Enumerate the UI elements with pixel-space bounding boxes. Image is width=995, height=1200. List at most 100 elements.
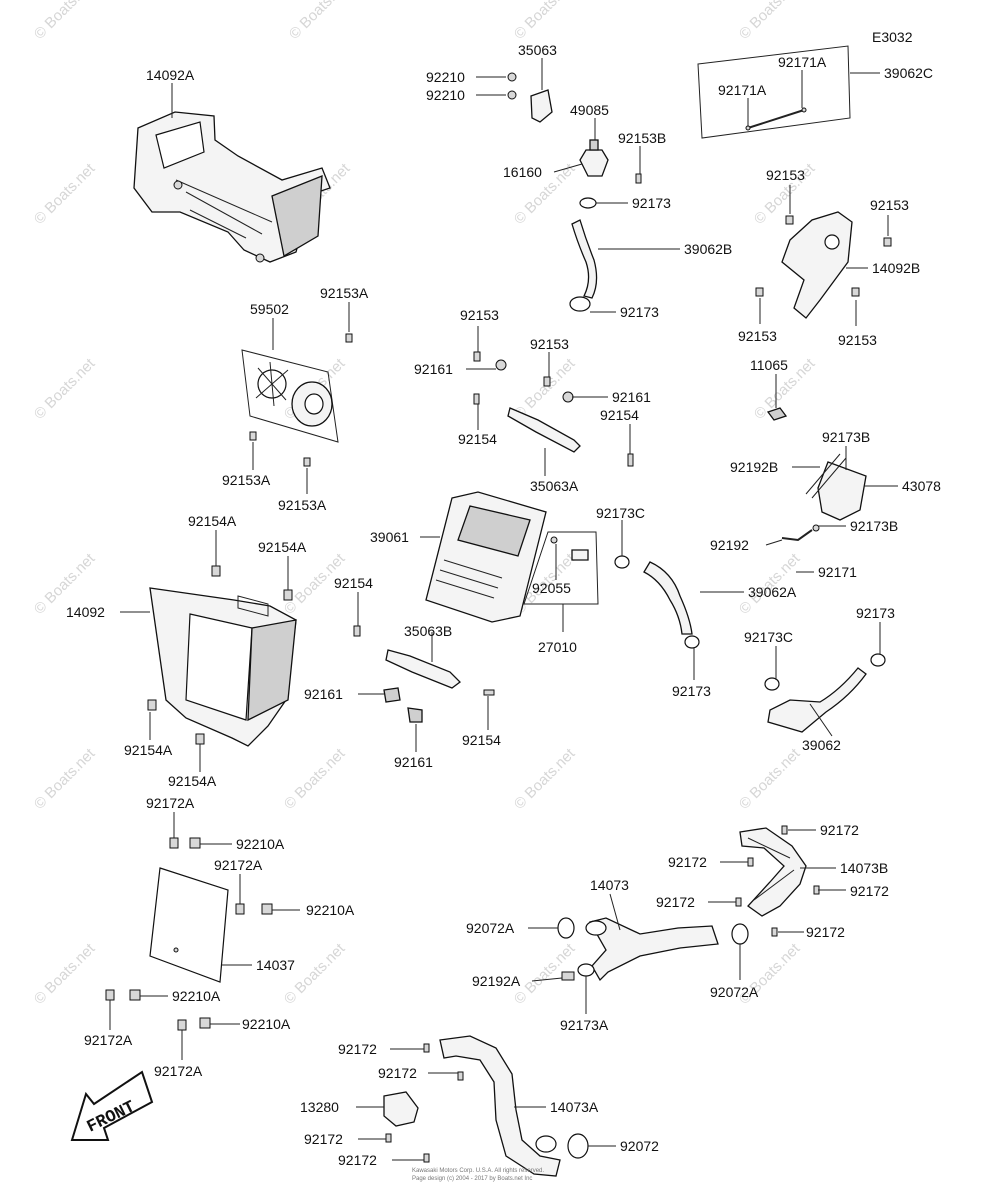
watermark: © Boats.net	[511, 745, 579, 813]
clamp-92072a	[731, 923, 749, 945]
clamp-92072	[567, 1133, 589, 1159]
label-92153a: 92153A	[320, 285, 369, 301]
label-14073: 14073	[590, 877, 629, 893]
part-labels: 14092A 92210 92210 35063 49085 92153B 16…	[66, 42, 941, 1168]
watermark: © Boats.net	[511, 0, 579, 43]
label-92154a: 92154A	[258, 539, 307, 555]
label-92153: 92153	[530, 336, 569, 352]
label-43078: 43078	[902, 478, 941, 494]
label-92072: 92072	[620, 1138, 659, 1154]
box-39062c	[697, 45, 851, 139]
bolt-92154a	[147, 699, 157, 711]
watermark: © Boats.net	[31, 940, 99, 1008]
cap-11065	[766, 407, 788, 421]
clip-92172a	[177, 1019, 187, 1031]
bracket-35063a	[507, 407, 581, 453]
label-92171a: 92171A	[718, 82, 767, 98]
label-92172a: 92172A	[146, 795, 195, 811]
block-13280	[383, 1091, 419, 1127]
rivet-92172	[385, 1133, 392, 1143]
bolt-92154a	[195, 733, 205, 745]
label-92173: 92173	[620, 304, 659, 320]
leader-lines	[109, 58, 898, 1161]
rivet-92172	[423, 1043, 430, 1053]
nut-92210a	[261, 903, 273, 915]
label-92210: 92210	[426, 69, 465, 85]
label-14092: 14092	[66, 604, 105, 620]
label-49085: 49085	[570, 102, 609, 118]
watermark: © Boats.net	[31, 160, 99, 228]
label-92172: 92172	[304, 1131, 343, 1147]
label-92173b: 92173B	[850, 518, 898, 534]
label-39061: 39061	[370, 529, 409, 545]
hose-39062a	[614, 555, 700, 649]
label-92210: 92210	[426, 87, 465, 103]
bracket-35063b	[385, 649, 461, 689]
hose-39062b	[569, 197, 598, 312]
rivet-92172	[423, 1153, 430, 1163]
label-27010: 27010	[538, 639, 577, 655]
label-92161: 92161	[414, 361, 453, 377]
panel-14037	[149, 867, 229, 983]
label-35063: 35063	[518, 42, 557, 58]
duct-14073a	[439, 1035, 561, 1177]
label-92172: 92172	[378, 1065, 417, 1081]
label-92173c: 92173C	[596, 505, 645, 521]
label-92072a: 92072A	[466, 920, 515, 936]
bolt-92154	[627, 453, 634, 467]
label-35063a: 35063A	[530, 478, 579, 494]
label-92161: 92161	[304, 686, 343, 702]
label-92055: 92055	[532, 580, 571, 596]
watermark: © Boats.net	[31, 0, 99, 43]
label-92210a: 92210A	[242, 1016, 291, 1032]
grommet-92161	[562, 391, 574, 403]
clamp-92072a	[557, 917, 575, 939]
label-92161: 92161	[612, 389, 651, 405]
label-92210a: 92210A	[236, 836, 285, 852]
label-92153a: 92153A	[222, 472, 271, 488]
label-92171a: 92171A	[778, 54, 827, 70]
label-92154: 92154	[458, 431, 497, 447]
label-92172a: 92172A	[154, 1063, 203, 1079]
hose-39062	[764, 653, 886, 733]
label-16160: 16160	[503, 164, 542, 180]
label-92210a: 92210A	[172, 988, 221, 1004]
nut-92210a	[189, 837, 201, 849]
watermark: © Boats.net	[281, 940, 349, 1008]
shroud-14092a	[133, 111, 331, 263]
label-92172: 92172	[338, 1152, 377, 1168]
fan-59502	[241, 333, 353, 467]
label-39062b: 39062B	[684, 241, 732, 257]
label-92172a: 92172A	[84, 1032, 133, 1048]
label-11065: 11065	[750, 357, 788, 373]
bolt-92154	[353, 625, 361, 637]
rivet-92172	[457, 1071, 464, 1081]
rivet-92172	[735, 897, 742, 907]
label-92153: 92153	[838, 332, 877, 348]
label-92173: 92173	[672, 683, 711, 699]
label-13280: 13280	[300, 1099, 339, 1115]
label-92172a: 92172A	[214, 857, 263, 873]
nut-92210a	[129, 989, 141, 1001]
rivet-92172	[747, 857, 754, 867]
nut-92210	[507, 90, 517, 100]
grommet-92161	[495, 359, 507, 371]
label-92153a: 92153A	[278, 497, 327, 513]
shroud-14092	[149, 587, 297, 747]
label-14092b: 14092B	[872, 260, 920, 276]
label-92153b: 92153B	[618, 130, 666, 146]
label-39062a: 39062A	[748, 584, 797, 600]
label-92154: 92154	[600, 407, 639, 423]
label-92173: 92173	[856, 605, 895, 621]
label-92172: 92172	[806, 924, 845, 940]
label-92072a: 92072A	[710, 984, 759, 1000]
label-92192a: 92192A	[472, 973, 521, 989]
label-92154a: 92154A	[124, 742, 173, 758]
nut-92210a	[199, 1017, 211, 1029]
label-92192: 92192	[710, 537, 749, 553]
watermark: © Boats.net	[286, 0, 354, 43]
label-92154a: 92154A	[188, 513, 237, 529]
duct-14073	[585, 917, 719, 982]
watermark: © Boats.net	[736, 745, 804, 813]
label-92171: 92171	[818, 564, 857, 580]
